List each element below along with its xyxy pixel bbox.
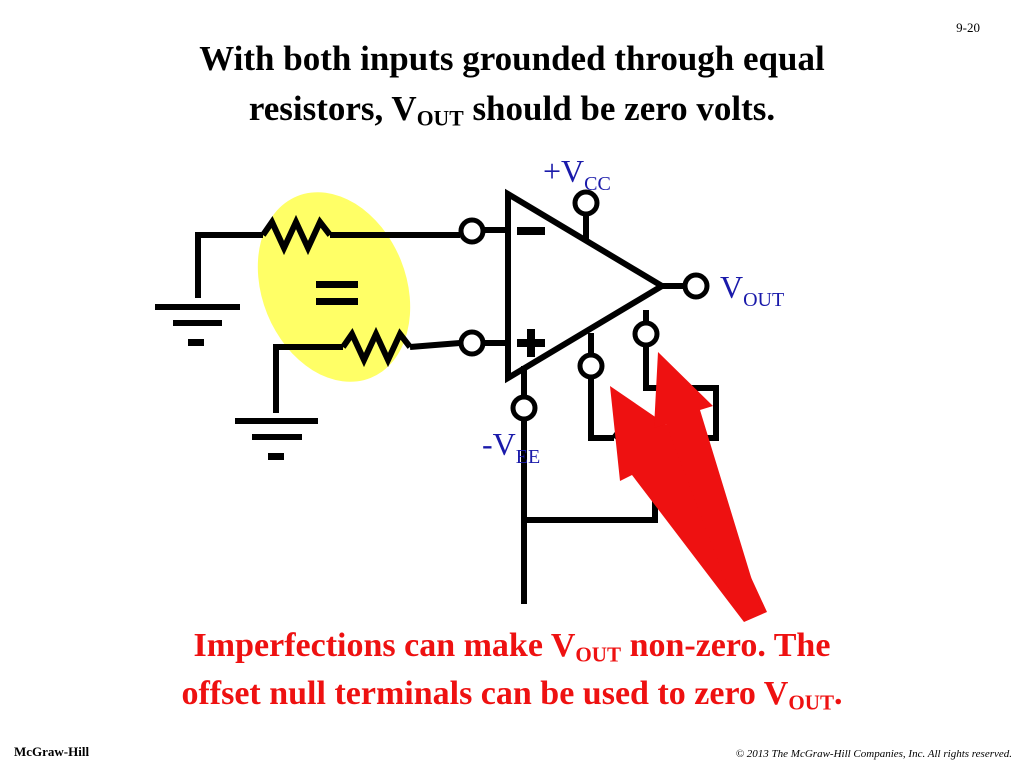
vee-label-main: -V	[482, 426, 516, 462]
caption-vout-subscript-1: OUT	[575, 642, 622, 667]
red-arrow-null-2	[654, 352, 762, 613]
noninverting-plus-sign	[517, 329, 545, 357]
vout-label-main: V	[720, 269, 743, 305]
noninverting-input-terminal	[458, 329, 486, 357]
lower-input-wire	[409, 340, 461, 350]
offset-null-1-terminal	[577, 352, 605, 380]
caption-text-b: non-zero. The	[621, 627, 831, 664]
caption-text-d: .	[834, 675, 843, 712]
caption-text-a: Imperfections can make V	[193, 627, 576, 664]
vee-terminal	[510, 394, 538, 422]
vcc-terminal	[572, 189, 600, 217]
ground-1-minus-sign	[188, 339, 204, 346]
caption-line-2: offset null terminals can be used to zer…	[0, 670, 1024, 718]
vout-label-sub: OUT	[743, 289, 784, 311]
pot-right-wire	[643, 346, 719, 441]
title-line-1: With both inputs grounded through equal	[199, 39, 825, 78]
ground-2-minus-sign	[268, 453, 284, 460]
offset-null-2-terminal	[632, 320, 660, 348]
inverting-minus-sign	[517, 227, 545, 235]
caption: Imperfections can make VOUT non-zero. Th…	[0, 622, 1024, 718]
caption-vout-subscript-2: OUT	[788, 690, 835, 715]
title-text-b: should be zero volts.	[463, 89, 776, 128]
inverting-input-terminal	[458, 217, 486, 245]
equal-sign	[316, 281, 358, 305]
lower-resistor	[340, 326, 413, 368]
slide-number: 9-20	[956, 20, 980, 35]
title-vout-subscript: OUT	[416, 106, 464, 131]
caption-line-1: Imperfections can make VOUT non-zero. Th…	[0, 622, 1024, 670]
vee-label-sub: EE	[516, 446, 540, 468]
vcc-label: +VCC	[543, 153, 611, 195]
publisher-label: McGraw-Hill	[14, 744, 90, 759]
vout-label: VOUT	[720, 269, 784, 311]
vee-label: -VEE	[482, 426, 540, 468]
vcc-label-main: +V	[543, 153, 584, 189]
slide-title: With both inputs grounded through equal …	[0, 34, 1024, 134]
copyright-notice: © 2013 The McGraw-Hill Companies, Inc. A…	[735, 748, 1012, 760]
upper-resistor	[260, 214, 333, 256]
lower-ground-wire	[273, 344, 343, 413]
pot-left-wire	[588, 378, 614, 441]
title-line-2: resistors, VOUT should be zero volts.	[0, 84, 1024, 134]
vcc-label-sub: CC	[584, 173, 611, 195]
upper-ground-wire	[195, 232, 263, 298]
caption-text-c: offset null terminals can be used to zer…	[181, 675, 789, 712]
title-text-a: resistors, V	[248, 89, 417, 128]
offset-null-pointer-arrows	[610, 352, 767, 622]
output-terminal	[682, 272, 710, 300]
